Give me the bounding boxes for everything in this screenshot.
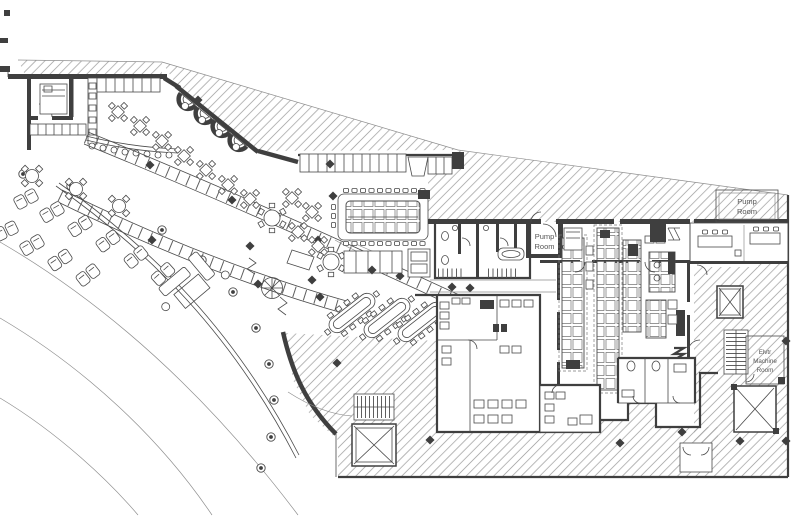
- stairs-right-core: [723, 329, 749, 375]
- staff-toilets: [616, 356, 697, 404]
- bar-area: [328, 188, 431, 278]
- dining-colonnade: [257, 148, 464, 177]
- elevator-2: [731, 384, 779, 434]
- bottom-core: [280, 331, 435, 477]
- office-room-top-right: [689, 222, 789, 276]
- south-boh-room: [539, 383, 602, 433]
- elevator-3: [351, 423, 397, 467]
- arched-booths-wall: [162, 76, 260, 154]
- boh-top-wall: [428, 219, 788, 238]
- west-boh-rooms: [415, 293, 542, 434]
- private-room-block: [7, 70, 179, 159]
- vestibule-doors: [679, 442, 713, 473]
- stairs-bottom-core: [353, 393, 395, 421]
- lounge-sofa-cluster: [158, 251, 230, 312]
- margin-marks: [0, 10, 10, 72]
- kitchen: [540, 224, 718, 434]
- exterior-curved-facade: [0, 182, 300, 516]
